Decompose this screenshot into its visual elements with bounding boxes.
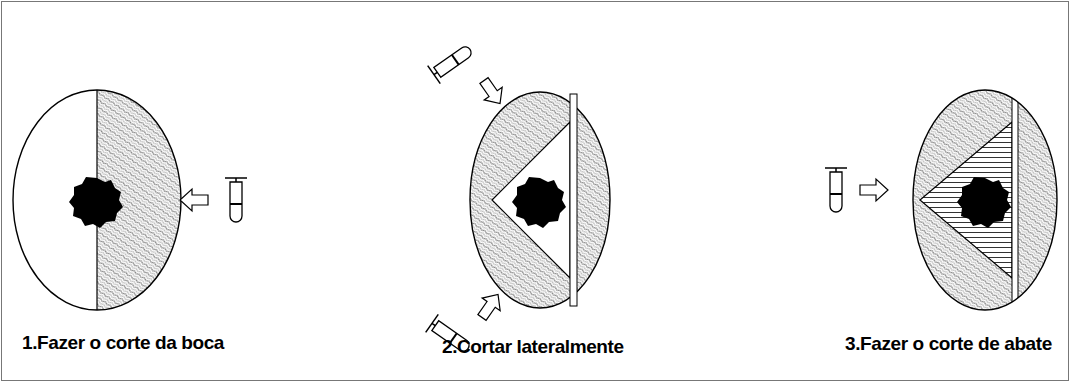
step-label: 3.Fazer o corte de abate bbox=[845, 333, 1052, 355]
step-label: 1.Fazer o corte da boca bbox=[22, 332, 224, 354]
step-label: 2.Cortar lateralmente bbox=[442, 336, 624, 358]
